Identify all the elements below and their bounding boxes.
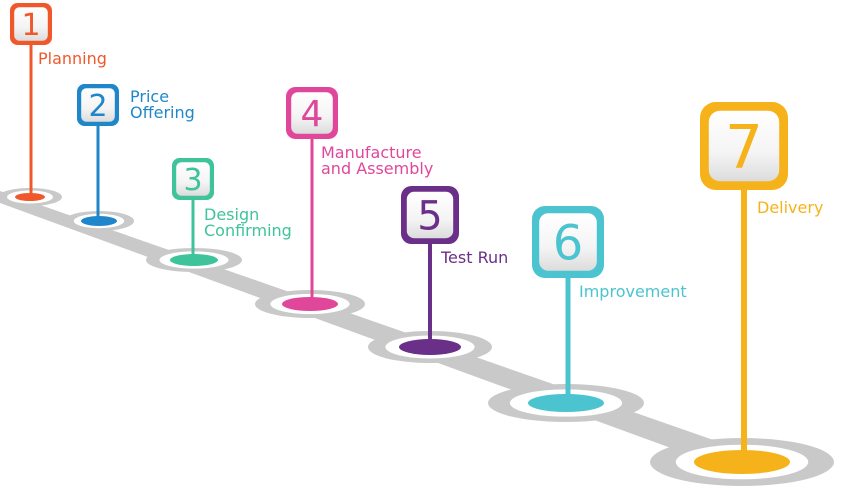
step-5-pole bbox=[428, 242, 432, 347]
step-1-badge-face bbox=[14, 7, 48, 41]
step-3-label-line: Confirming bbox=[204, 221, 292, 241]
step-4: 4 bbox=[255, 87, 365, 318]
step-4-badge-face bbox=[291, 92, 333, 134]
step-2-label-line: Offering bbox=[130, 103, 195, 123]
step-5-number: 5 bbox=[417, 193, 442, 239]
step-3-pole bbox=[191, 198, 195, 260]
step-1-number: 1 bbox=[21, 8, 40, 43]
step-6-number: 6 bbox=[553, 215, 584, 271]
step-3: 3 bbox=[146, 158, 242, 272]
step-5-label-line: Test Run bbox=[441, 248, 509, 267]
step-5-badge-face bbox=[406, 191, 454, 239]
timeline-road bbox=[0, 191, 742, 474]
step-2-pole bbox=[96, 124, 100, 221]
step-4-marker-dot bbox=[282, 297, 338, 311]
step-1-label-line: Planning bbox=[38, 49, 107, 68]
step-4-pole bbox=[310, 137, 314, 304]
step-4-label-line: Manufacture bbox=[321, 143, 422, 162]
step-3-label-line: Design bbox=[204, 205, 260, 224]
step-3-badge-face bbox=[176, 162, 210, 196]
step-7-pole bbox=[741, 188, 747, 462]
step-1: 1 bbox=[0, 3, 62, 206]
step-6-pole bbox=[565, 276, 571, 403]
step-1-label: Planning bbox=[38, 49, 107, 68]
step-6-label-line: Improvement bbox=[579, 282, 687, 301]
step-2-label-line: Price bbox=[130, 87, 170, 106]
step-5-label: Test Run bbox=[441, 248, 509, 267]
step-7-number: 7 bbox=[725, 113, 763, 183]
step-7-label: Delivery bbox=[757, 198, 824, 217]
step-4-number: 4 bbox=[301, 94, 324, 135]
step-7-badge-face bbox=[708, 110, 780, 182]
step-7-label-line: Delivery bbox=[757, 198, 824, 217]
step-2: 2 bbox=[64, 84, 134, 231]
step-6: 6 bbox=[488, 206, 644, 422]
step-5: 5 bbox=[368, 186, 492, 363]
step-4-label-line: and Assembly bbox=[321, 159, 434, 179]
step-1-pole bbox=[29, 43, 33, 197]
step-7: 7 bbox=[650, 102, 834, 486]
step-2-number: 2 bbox=[88, 89, 107, 124]
step-6-label: Improvement bbox=[579, 282, 687, 301]
step-2-badge-face bbox=[81, 88, 115, 122]
step-6-badge-face bbox=[539, 213, 597, 271]
step-3-number: 3 bbox=[183, 163, 202, 198]
